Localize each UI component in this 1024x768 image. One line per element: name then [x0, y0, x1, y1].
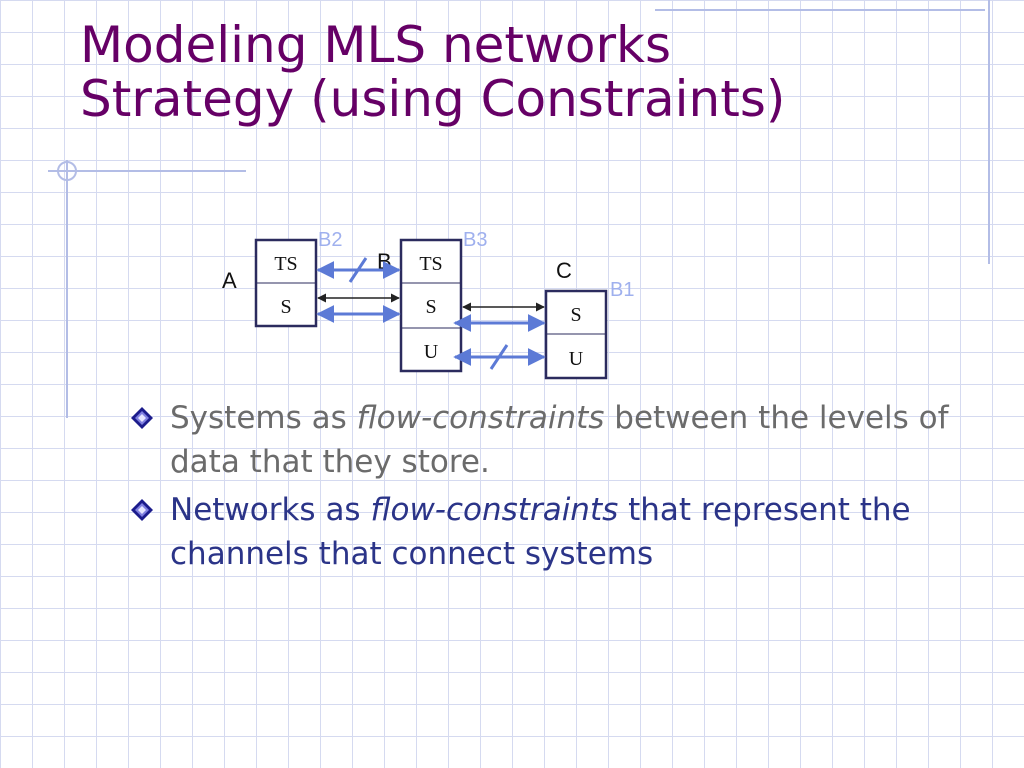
system-b-level-u: U — [424, 341, 439, 363]
network-diagram: B2 B3 B1 A B C TS S TS S U S U — [222, 229, 634, 380]
bullet-item-networks: Networks as flow-constraints that repres… — [130, 488, 950, 576]
template-hline — [48, 170, 246, 172]
template-left-line — [66, 160, 68, 418]
bullet-list: Systems as flow-constraints between the … — [130, 396, 950, 580]
bullet-text-post: that represent the channels that connect… — [170, 492, 911, 572]
channel-label-b1: B1 — [610, 279, 634, 301]
bullet-item-systems: Systems as flow-constraints between the … — [130, 396, 950, 484]
system-a-level-s: S — [280, 296, 291, 318]
channel-arrow-ts-blocked — [316, 257, 401, 283]
title-line-2: Strategy (using Constraints) — [80, 70, 786, 128]
bullet-text-post: between the levels of data that they sto… — [170, 400, 949, 480]
system-c-level-u: U — [569, 348, 584, 370]
slide-title: Modeling MLS networks Strategy (using Co… — [80, 18, 980, 126]
diamond-bullet-icon — [131, 407, 153, 429]
system-a-box: TS S — [254, 238, 318, 328]
system-a-label: A — [222, 268, 237, 293]
channel-arrow-u-blocked — [453, 344, 546, 370]
bullet-text-emphasis: flow-constraints — [370, 492, 619, 528]
template-top-line — [655, 9, 985, 11]
diamond-bullet-icon — [131, 499, 153, 521]
channel-label-b2: B2 — [318, 229, 342, 251]
title-line-1: Modeling MLS networks — [80, 16, 672, 74]
system-c-label: C — [556, 258, 572, 283]
system-b-box: TS S U — [399, 238, 463, 373]
bullet-text-emphasis: flow-constraints — [356, 400, 605, 436]
system-c-box: S U — [544, 289, 608, 380]
bullet-text-pre: Systems as — [170, 400, 357, 436]
bullet-text-pre: Networks as — [170, 492, 371, 528]
template-circle-ornament — [57, 161, 77, 181]
system-a-level-ts: TS — [274, 253, 297, 275]
system-c-level-s: S — [570, 304, 581, 326]
channel-label-b3: B3 — [463, 229, 487, 251]
system-b-level-s: S — [425, 296, 436, 318]
system-b-level-ts: TS — [419, 253, 442, 275]
template-right-line — [988, 0, 990, 264]
